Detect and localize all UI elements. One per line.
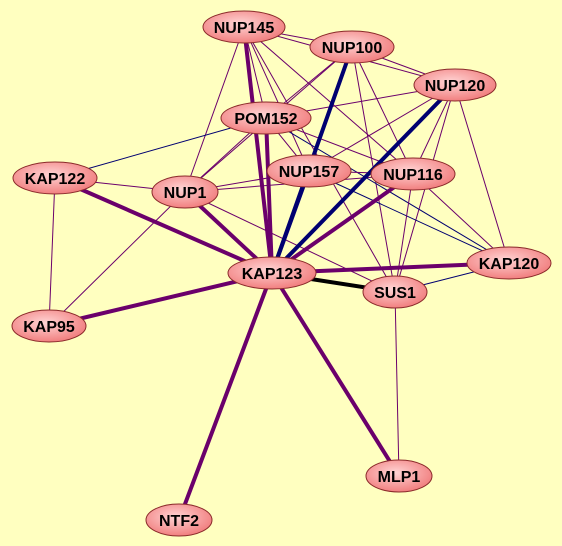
node-shape (266, 154, 352, 188)
node-label: NUP100 (322, 40, 383, 57)
edge-kap123-mlp1 (270, 271, 401, 478)
edge-nup145-nup157 (243, 26, 310, 172)
edge-kap122-kap123 (53, 176, 274, 275)
edge-sus1-mlp1 (394, 291, 400, 477)
node-label: NUP120 (425, 78, 486, 95)
node-ntf2[interactable]: NTF2 (145, 503, 213, 537)
node-shape (362, 275, 428, 309)
node-label: NUP116 (383, 167, 443, 184)
node-nup157[interactable]: NUP157 (266, 154, 352, 188)
node-label: NUP1 (164, 185, 207, 202)
node-shape (370, 157, 456, 191)
node-nup1[interactable]: NUP1 (151, 175, 219, 209)
edge-nup145-nup116 (243, 26, 414, 175)
edge-nup100-nup116 (351, 46, 414, 175)
node-kap122[interactable]: KAP122 (12, 161, 98, 195)
node-nup145[interactable]: NUP145 (202, 10, 286, 44)
node-label: NUP145 (214, 20, 275, 37)
edge-pom152-kap123 (264, 116, 274, 275)
node-label: KAP95 (23, 319, 75, 336)
node-nup120[interactable]: NUP120 (413, 68, 497, 102)
edge-nup145-nup1 (184, 26, 245, 193)
node-label: KAP120 (479, 256, 540, 273)
node-nup100[interactable]: NUP100 (309, 30, 395, 64)
node-pom152[interactable]: POM152 (220, 101, 312, 135)
node-label: KAP122 (25, 171, 86, 188)
node-mlp1[interactable]: MLP1 (365, 459, 433, 493)
node-shape (365, 459, 433, 493)
node-kap120[interactable]: KAP120 (466, 246, 552, 280)
edge-nup157-kap123 (270, 169, 311, 275)
edge-kap122-kap95 (48, 177, 56, 327)
node-shape (202, 10, 286, 44)
node-label: SUS1 (374, 285, 416, 302)
edge-kap123-ntf2 (177, 271, 274, 522)
node-shape (309, 30, 395, 64)
edge-nup116-sus1 (394, 173, 414, 293)
node-shape (227, 256, 317, 290)
node-kap95[interactable]: KAP95 (11, 309, 87, 343)
edge-nup1-sus1 (184, 191, 396, 293)
edge-nup120-kap120 (454, 84, 510, 264)
edge-nup157-kap120 (308, 170, 510, 264)
node-shape (151, 175, 219, 209)
node-shape (466, 246, 552, 280)
node-label: KAP123 (242, 266, 303, 283)
node-shape (145, 503, 213, 537)
node-label: NUP157 (279, 164, 340, 181)
node-label: MLP1 (378, 469, 421, 486)
node-shape (12, 161, 98, 195)
node-shape (413, 68, 497, 102)
edge-nup116-kap123 (270, 172, 415, 275)
node-kap123[interactable]: KAP123 (227, 256, 317, 290)
node-sus1[interactable]: SUS1 (362, 275, 428, 309)
node-label: NTF2 (159, 513, 199, 530)
node-shape (220, 101, 312, 135)
node-shape (11, 309, 87, 343)
edge-nup145-kap123 (242, 25, 274, 275)
edge-nup1-kap95 (48, 191, 186, 327)
node-nup116[interactable]: NUP116 (370, 157, 456, 191)
node-label: POM152 (234, 111, 297, 128)
edge-nup120-kap123 (270, 83, 457, 275)
edge-nup120-nup157 (308, 84, 456, 172)
